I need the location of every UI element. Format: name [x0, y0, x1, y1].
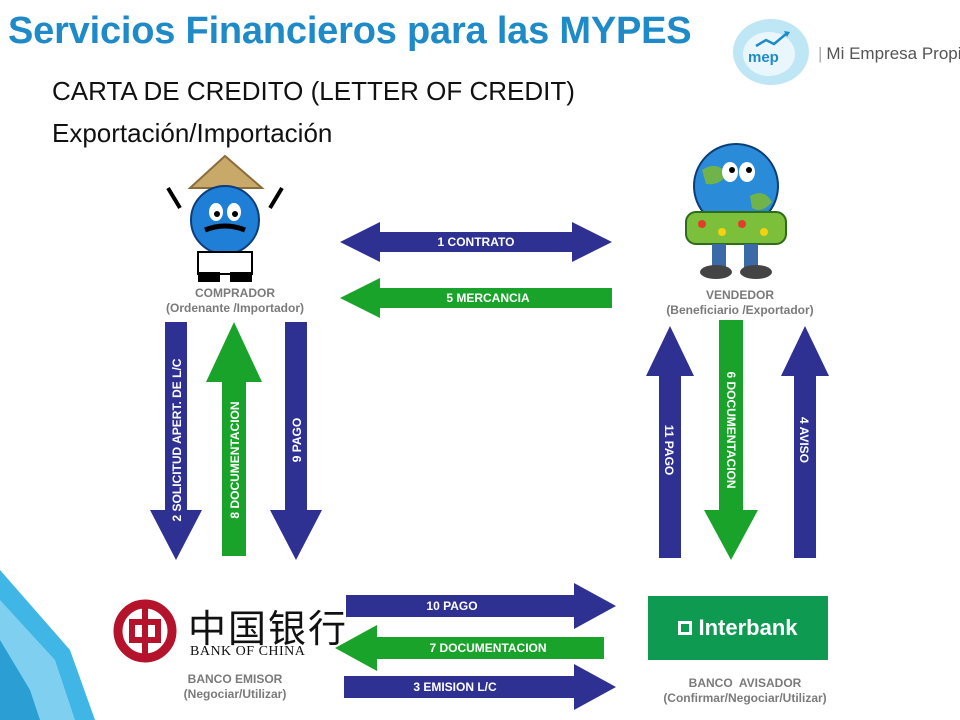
interbank-logo: Interbank [648, 596, 828, 660]
arrow-step-6 [704, 320, 758, 560]
issuing-bank-label: BANCO EMISOR (Negociar/Utilizar) [160, 672, 310, 702]
bank-of-china-logo-icon [113, 599, 177, 663]
arrow-step-2-label: 2 SOLICITUD APERT. DE L/C [170, 358, 184, 521]
arrow-step-6-label: 6 DOCUMENTACION [724, 371, 738, 488]
advising-bank-role: (Confirmar/Negociar/Utilizar) [663, 691, 827, 705]
arrow-step-11 [646, 326, 694, 558]
arrow-step-4-label: 4 AVISO [797, 417, 811, 463]
arrow-step-5 [340, 278, 612, 318]
arrow-step-10 [346, 583, 616, 629]
subtitle-export-import: Exportación/Importación [52, 118, 333, 148]
arrow-step-5-label: 5 MERCANCIA [446, 291, 530, 305]
seller-name: VENDEDOR [705, 288, 774, 302]
arrow-step-4 [781, 326, 829, 558]
page-title: Servicios Financieros para las MYPES [8, 10, 692, 52]
arrow-step-8 [206, 322, 262, 556]
arrow-step-3-label: 3 EMISION L/C [413, 680, 497, 694]
arrow-step-1-label: 1 CONTRATO [438, 235, 515, 249]
bank-of-china-english-name: BANK OF CHINA [190, 644, 306, 659]
arrow-step-8-label: 8 DOCUMENTACION [228, 401, 242, 518]
arrow-step-11-label: 11 PAGO [662, 425, 676, 475]
arrow-step-9 [270, 322, 322, 560]
mep-logo-name-text: Mi Empresa Propia [826, 44, 960, 63]
seller-mascot-icon [685, 143, 787, 279]
buyer-label: COMPRADOR (Ordenante /Importador) [155, 286, 315, 316]
seller-label: VENDEDOR (Beneficiario /Exportador) [655, 288, 825, 318]
issuing-bank-name: BANCO EMISOR [187, 672, 283, 686]
buyer-mascot-icon [166, 154, 284, 282]
arrow-step-7-label: 7 DOCUMENTACION [429, 641, 546, 655]
advising-bank-label: BANCO AVISADOR (Confirmar/Negociar/Utili… [640, 676, 850, 706]
mep-logo-badge-text: mep [748, 49, 779, 66]
arrow-step-1 [340, 222, 612, 262]
subtitle-letter-of-credit: CARTA DE CREDITO (LETTER OF CREDIT) [52, 76, 575, 106]
arrow-step-7 [335, 625, 604, 671]
mep-logo-name: |Mi Empresa Propia [818, 44, 960, 64]
buyer-role: (Ordenante /Importador) [165, 301, 304, 315]
advising-bank-name: BANCO AVISADOR [688, 676, 802, 690]
seller-role: (Beneficiario /Exportador) [666, 303, 814, 317]
arrow-step-10-label: 10 PAGO [426, 599, 477, 613]
buyer-name: COMPRADOR [195, 286, 275, 300]
issuing-bank-role: (Negociar/Utilizar) [183, 687, 287, 701]
arrow-step-2 [150, 322, 202, 560]
arrow-step-9-label: 9 PAGO [290, 418, 304, 462]
interbank-square-icon [678, 621, 693, 635]
decorative-wave [0, 570, 95, 720]
interbank-logo-text: Interbank [698, 615, 798, 640]
arrow-step-3 [344, 664, 616, 710]
bank-of-china-chinese-name: 中国银行 [188, 607, 349, 651]
mep-logo-icon: mep [733, 19, 809, 85]
